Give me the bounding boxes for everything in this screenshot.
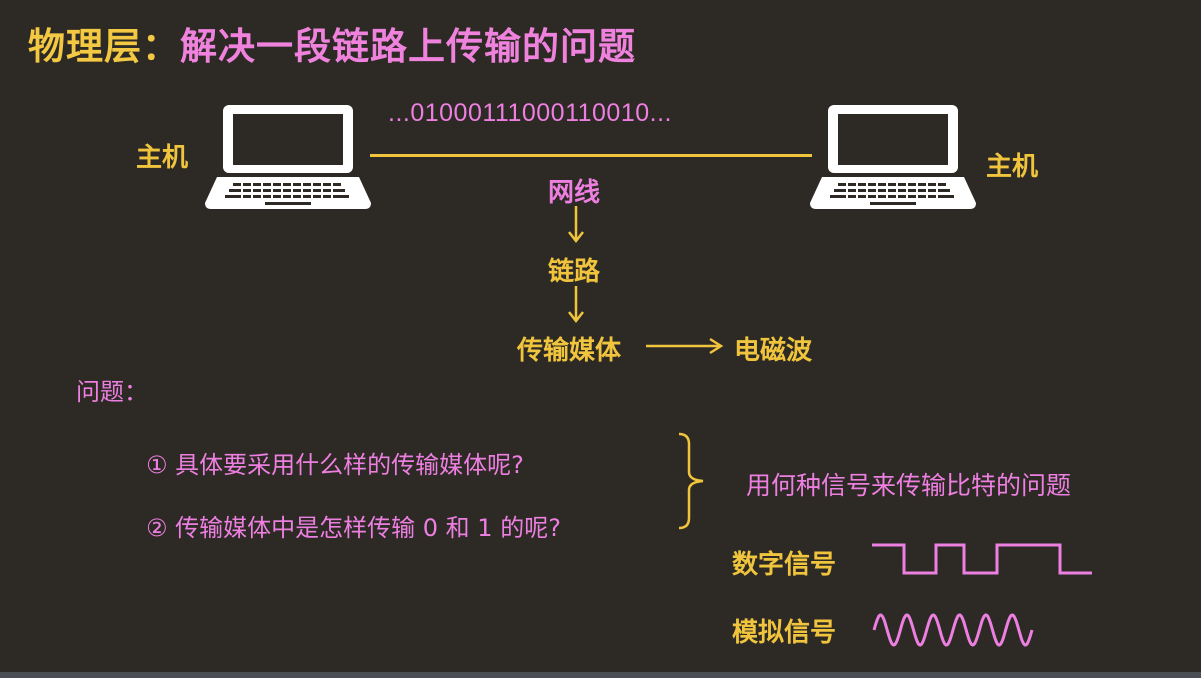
chain-link-label: 链路: [548, 257, 601, 287]
right-laptop-icon: [810, 105, 976, 209]
left-host-label: 主机: [136, 143, 189, 173]
chain-cable-label: 网线: [548, 178, 601, 208]
chain-medium-label: 传输媒体: [517, 336, 622, 366]
analog-signal-waveform: [872, 613, 1034, 647]
right-host-label: 主机: [986, 152, 1039, 182]
right-brace-icon: [678, 432, 704, 530]
arrow-down-icon: [568, 286, 584, 324]
network-cable-line: [370, 154, 812, 157]
page-title: 物理层：解决一段链路上传输的问题: [28, 16, 636, 70]
bottom-strip: [0, 672, 1201, 678]
question-2: ② 传输媒体中是怎样传输 0 和 1 的呢?: [146, 514, 561, 542]
analog-signal-label: 模拟信号: [732, 618, 837, 648]
digital-signal-waveform: [872, 543, 1092, 575]
chain-em-wave-label: 电磁波: [734, 336, 813, 366]
arrow-down-icon: [568, 206, 584, 244]
question-1: ① 具体要采用什么样的传输媒体呢?: [146, 451, 524, 479]
title-main: 解决一段链路上传输的问题: [180, 25, 636, 68]
digital-signal-label: 数字信号: [732, 550, 837, 580]
arrow-right-icon: [646, 337, 724, 355]
question-summary: 用何种信号来传输比特的问题: [746, 471, 1072, 500]
left-laptop-icon: [205, 105, 371, 209]
questions-heading: 问题：: [76, 378, 148, 406]
title-prefix: 物理层：: [28, 25, 180, 68]
bit-stream-text: ...01000111000110010...: [388, 99, 672, 127]
